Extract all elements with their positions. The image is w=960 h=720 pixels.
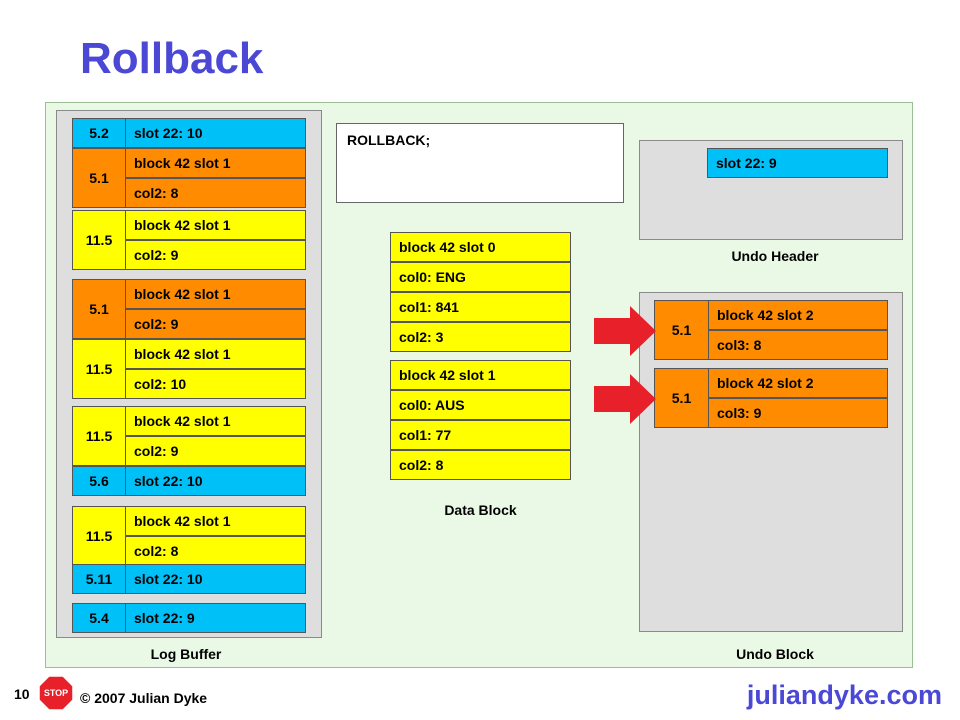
undo-record-line: col3: 8 bbox=[708, 330, 888, 360]
log-record-op: 5.4 bbox=[72, 603, 126, 633]
undo-record-line: block 42 slot 2 bbox=[708, 368, 888, 398]
brand-logo[interactable]: juliandyke.com bbox=[746, 680, 942, 710]
log-record-line: block 42 slot 1 bbox=[125, 339, 306, 369]
data-block-row: col2: 3 bbox=[390, 322, 571, 352]
data-block-row: col0: ENG bbox=[390, 262, 571, 292]
log-record-line: col2: 9 bbox=[125, 309, 306, 339]
undo-header-slot: slot 22: 9 bbox=[707, 148, 888, 178]
log-record-op: 5.1 bbox=[72, 148, 126, 208]
data-block-row: col2: 8 bbox=[390, 450, 571, 480]
log-record-line: col2: 9 bbox=[125, 240, 306, 270]
log-record-line: col2: 10 bbox=[125, 369, 306, 399]
stop-label: STOP bbox=[44, 688, 68, 698]
data-block-row: block 42 slot 0 bbox=[390, 232, 571, 262]
undo-record-op: 5.1 bbox=[654, 300, 709, 360]
arrow-right-icon bbox=[594, 306, 656, 356]
log-buffer-caption: Log Buffer bbox=[150, 646, 222, 662]
statement-text: ROLLBACK; bbox=[347, 132, 431, 148]
log-record-op: 5.6 bbox=[72, 466, 126, 496]
statement-box: ROLLBACK; bbox=[336, 123, 624, 203]
log-record-line: slot 22: 10 bbox=[125, 118, 306, 148]
stop-sign-icon[interactable]: STOP bbox=[38, 675, 74, 711]
log-record-line: block 42 slot 1 bbox=[125, 506, 306, 536]
page-number: 10 bbox=[14, 686, 30, 702]
page-title: Rollback bbox=[80, 34, 264, 83]
log-record-line: slot 22: 10 bbox=[125, 564, 306, 594]
arrow-right-icon bbox=[594, 374, 656, 424]
log-record-op: 5.1 bbox=[72, 279, 126, 339]
data-block-row: block 42 slot 1 bbox=[390, 360, 571, 390]
log-record-op: 11.5 bbox=[72, 406, 126, 466]
log-record-line: slot 22: 9 bbox=[125, 603, 306, 633]
log-record-line: col2: 8 bbox=[125, 178, 306, 208]
log-record-op: 5.11 bbox=[72, 564, 126, 594]
undo-record-op: 5.1 bbox=[654, 368, 709, 428]
data-block-caption: Data Block bbox=[444, 502, 517, 518]
data-block-row: col1: 77 bbox=[390, 420, 571, 450]
log-record-line: col2: 9 bbox=[125, 436, 306, 466]
data-block-row: col0: AUS bbox=[390, 390, 571, 420]
undo-block-caption: Undo Block bbox=[736, 646, 814, 662]
data-block-row: col1: 841 bbox=[390, 292, 571, 322]
undo-record-line: col3: 9 bbox=[708, 398, 888, 428]
log-record-line: slot 22: 10 bbox=[125, 466, 306, 496]
undo-record-line: block 42 slot 2 bbox=[708, 300, 888, 330]
log-record-op: 11.5 bbox=[72, 210, 126, 270]
log-record-line: block 42 slot 1 bbox=[125, 210, 306, 240]
log-record-op: 5.2 bbox=[72, 118, 126, 148]
log-record-line: block 42 slot 1 bbox=[125, 279, 306, 309]
copyright-text: © 2007 Julian Dyke bbox=[80, 690, 208, 706]
log-record-op: 11.5 bbox=[72, 506, 126, 566]
undo-header-caption: Undo Header bbox=[731, 248, 819, 264]
log-record-line: block 42 slot 1 bbox=[125, 406, 306, 436]
log-record-line: block 42 slot 1 bbox=[125, 148, 306, 178]
log-record-line: col2: 8 bbox=[125, 536, 306, 566]
log-record-op: 11.5 bbox=[72, 339, 126, 399]
